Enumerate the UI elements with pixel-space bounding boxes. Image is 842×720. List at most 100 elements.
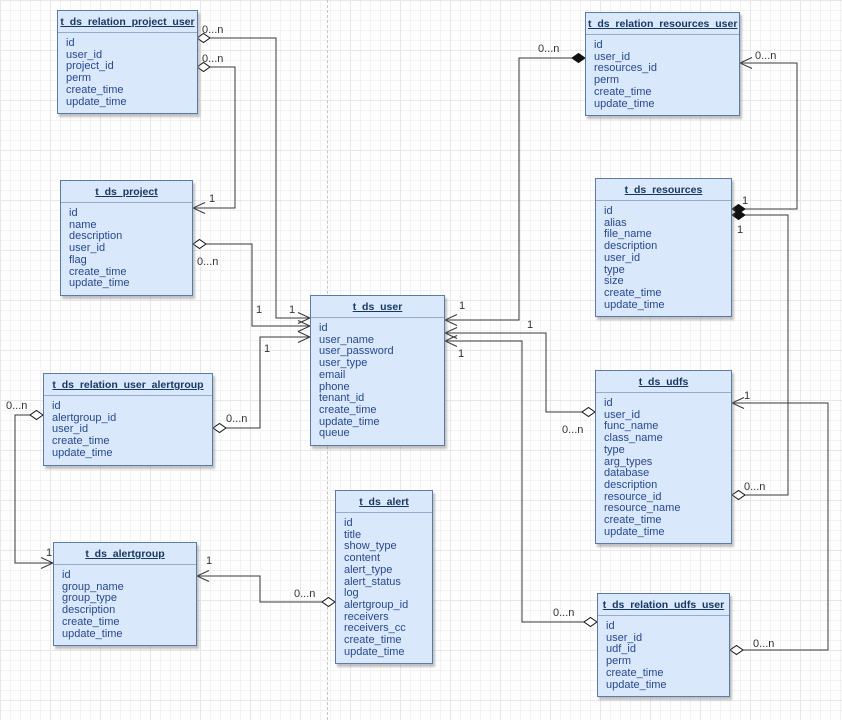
- connector-relation_project_user-user[interactable]: [197, 37, 310, 319]
- table-field: user_id: [594, 50, 631, 63]
- table-field: create_time: [66, 83, 124, 96]
- table-field: phone: [319, 380, 350, 393]
- table-title-separator: [596, 392, 731, 393]
- connector-resources-relation_resources_user[interactable]: [732, 62, 798, 210]
- table-field: update_time: [606, 678, 667, 691]
- table-title-separator: [61, 202, 192, 203]
- cardinality-label: 0...n: [553, 607, 574, 619]
- diamond-open-marker: [196, 32, 211, 44]
- open-arrow-marker: [443, 335, 458, 347]
- table-field: class_name: [604, 432, 663, 445]
- connector-project-user[interactable]: [193, 243, 310, 327]
- table-title: t_ds_relation_user_alertgroup: [52, 379, 204, 391]
- table-field: user_id: [604, 251, 641, 264]
- cardinality-label: 0...n: [197, 256, 218, 268]
- table-field: create_time: [594, 85, 652, 98]
- table-field: id: [62, 569, 71, 581]
- table-field: update_time: [344, 645, 405, 658]
- table-field: alertgroup_id: [344, 598, 409, 611]
- table-field: user_type: [319, 357, 368, 370]
- table-title: t_ds_relation_udfs_user: [602, 599, 725, 611]
- table-title-separator: [596, 200, 731, 201]
- connector-udfs-resources[interactable]: [732, 214, 789, 496]
- table-field: id: [604, 205, 613, 217]
- table-title-separator: [58, 32, 197, 33]
- cardinality-label: 0...n: [202, 53, 223, 65]
- table-title: t_ds_resources: [624, 184, 703, 196]
- diamond-open-marker: [729, 644, 744, 656]
- table-field: type: [604, 263, 625, 276]
- table-field: perm: [606, 655, 632, 668]
- connector-alert-alertgroup[interactable]: [197, 575, 335, 603]
- cardinality-label: 1: [527, 319, 533, 331]
- diamond-filled-marker: [731, 209, 746, 221]
- cardinality-label: 0...n: [538, 43, 559, 55]
- cardinality-label: 1: [459, 300, 465, 312]
- table-field: log: [344, 587, 359, 600]
- table-field: user_id: [604, 408, 641, 421]
- table-title: t_ds_alertgroup: [85, 548, 165, 560]
- table-title: t_ds_udfs: [638, 376, 689, 388]
- table-field: queue: [319, 427, 350, 440]
- table-field: create_time: [319, 403, 377, 416]
- connector-relation_resources_user-user[interactable]: [445, 57, 585, 321]
- table-field: file_name: [604, 228, 652, 241]
- table-title: t_ds_alert: [359, 496, 409, 508]
- cardinality-label: 1: [209, 193, 215, 205]
- table-field: create_time: [69, 265, 127, 278]
- diamond-open-marker: [29, 409, 44, 421]
- cardinality-label: 1: [256, 304, 262, 316]
- table-field: create_time: [604, 286, 662, 299]
- connector-relation_user_alertgroup-user[interactable]: [213, 336, 310, 429]
- connector-relation_udfs_user-udfs[interactable]: [730, 402, 829, 651]
- table-field: content: [344, 552, 381, 565]
- diamond-open-marker: [731, 489, 746, 501]
- connector-relation_project_user-project[interactable]: [193, 66, 236, 209]
- open-arrow-marker: [443, 327, 458, 339]
- table-field: type: [604, 443, 625, 456]
- diamond-open-marker: [583, 616, 598, 628]
- table-field: show_type: [344, 540, 397, 553]
- table-field: database: [604, 467, 650, 480]
- table-field: description: [69, 230, 123, 243]
- table-field: create_time: [62, 615, 120, 628]
- table-field: tenant_id: [319, 392, 365, 405]
- connector-relation_udfs_user-user[interactable]: [445, 340, 597, 623]
- cardinality-label: 0...n: [226, 413, 247, 425]
- table-field: update_time: [62, 627, 123, 640]
- table-field: description: [604, 240, 658, 253]
- diamond-open-marker: [196, 61, 211, 73]
- table-field: update_time: [52, 446, 113, 459]
- table-field: user_id: [606, 631, 643, 644]
- table-field: update_time: [69, 277, 130, 290]
- connector-udfs-user[interactable]: [445, 332, 595, 413]
- table-title: t_ds_relation_project_user: [60, 16, 195, 28]
- table-field: user_id: [52, 423, 89, 436]
- cardinality-label: 0...n: [744, 481, 765, 493]
- table-field: id: [594, 39, 603, 51]
- connector-relation_user_alertgroup-alertgroup[interactable]: [14, 414, 53, 564]
- cardinality-label: 0...n: [202, 24, 223, 36]
- table-field: email: [319, 368, 346, 381]
- cardinality-label: 0...n: [562, 424, 583, 436]
- table-field: flag: [69, 253, 87, 266]
- diamond-open-marker: [212, 422, 227, 434]
- table-field: alert_type: [344, 563, 393, 576]
- table-field: user_password: [319, 345, 394, 358]
- table-field: user_id: [69, 242, 106, 255]
